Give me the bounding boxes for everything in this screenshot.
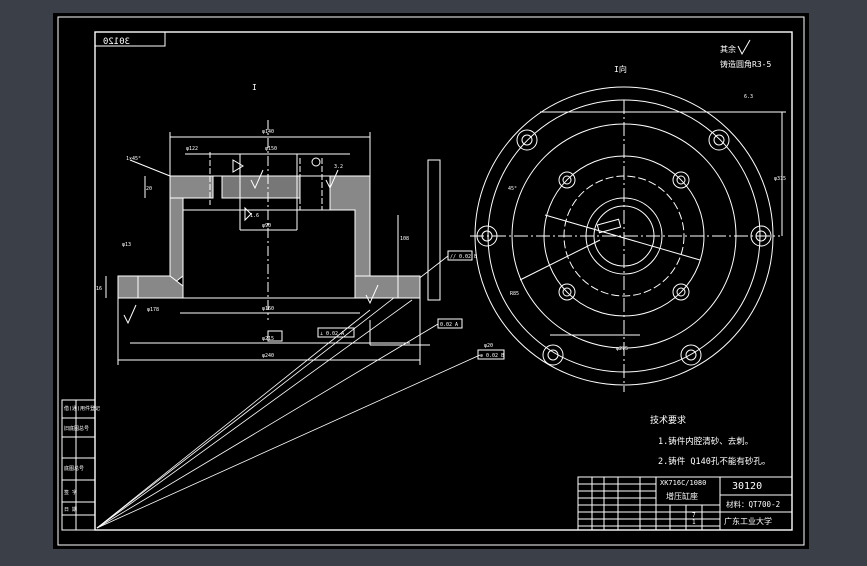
tech-title: 技术要求 <box>650 414 686 426</box>
side-label-3: 底图总号 <box>64 465 84 472</box>
dim-angle: 45° <box>508 186 517 192</box>
model-code: XK716C/1080 <box>660 479 706 487</box>
roughness-1: 3.2 <box>334 164 343 170</box>
side-strip <box>61 399 96 531</box>
tol-perp-1: ⊥ 0.02 A <box>320 331 344 337</box>
leader-lines <box>96 255 481 529</box>
cell-b: 1 <box>692 519 696 526</box>
tol-position: ⊕ 0.02 B <box>480 353 504 359</box>
roughness-icon <box>737 39 751 56</box>
dim-d10: φ178 <box>147 307 159 313</box>
section-view <box>105 120 505 365</box>
roughness-2: 6.3 <box>744 94 753 100</box>
dim-d6: φ215 <box>262 336 274 342</box>
part-number-mirrored: 30120 <box>103 37 130 47</box>
material: 材料：QT700-2 <box>726 499 780 509</box>
dim-d5: φ160 <box>262 306 274 312</box>
title-block <box>577 476 793 531</box>
dim-pcd: φ275 <box>616 346 628 352</box>
drawing-sheet <box>53 13 809 549</box>
part-name: 增压缸座 <box>666 491 698 501</box>
side-label-1: 借(通)用件登记 <box>64 405 100 412</box>
tech-item-1: 1.铸件内腔清砂、去刺。 <box>658 436 753 447</box>
sheet-border-inner <box>94 31 793 531</box>
dim-d7: φ240 <box>262 353 274 359</box>
dim-d3: φ150 <box>265 146 277 152</box>
dim-chamfer: 1×45° <box>126 156 141 162</box>
dim-d2: φ122 <box>186 146 198 152</box>
surface-note-1: 其余 <box>720 44 736 54</box>
dim-d9: φ13 <box>122 242 131 248</box>
dim-h3: 16 <box>96 286 102 292</box>
dim-r1: R85 <box>510 291 519 297</box>
top-view <box>470 86 786 392</box>
dim-d4: φ90 <box>262 223 271 229</box>
view-label: I向 <box>614 64 627 74</box>
roughness-3: 1.6 <box>250 213 259 219</box>
side-label-2: 旧底图总号 <box>64 425 89 432</box>
part-number-box <box>94 31 166 47</box>
dim-d13: φ315 <box>774 176 786 182</box>
dim-h1: 20 <box>146 186 152 192</box>
side-label-5: 日 期 <box>64 507 77 513</box>
tech-item-2: 2.铸件 Q140孔不能有砂孔。 <box>658 456 770 467</box>
cell-a: 7 <box>692 512 696 519</box>
tol-perp-2: 0.02 A <box>440 322 458 328</box>
dim-d1: φ140 <box>262 129 274 135</box>
surface-note-2: 铸造圆角R3-5 <box>720 59 771 69</box>
tol-parallel: // 0.02 B <box>450 254 477 260</box>
company: 广东工业大学 <box>724 516 772 526</box>
side-label-4: 签 字 <box>64 489 77 496</box>
drawing-number: 30120 <box>732 481 762 492</box>
section-label: I <box>252 83 257 92</box>
dim-d12: φ20 <box>484 343 493 349</box>
sheet-border-outer <box>57 16 805 546</box>
dim-h2: 108 <box>400 236 409 242</box>
